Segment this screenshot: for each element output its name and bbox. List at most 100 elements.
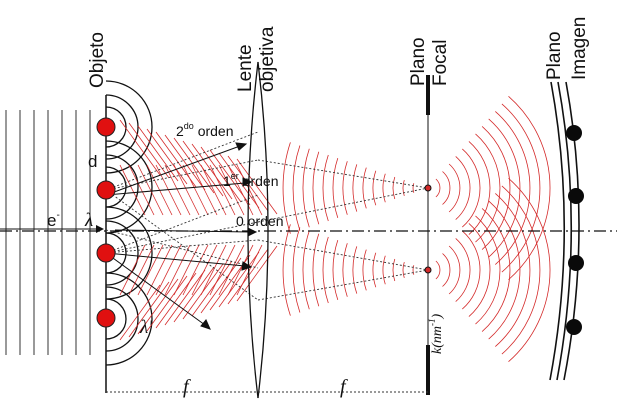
wavefront [392, 258, 396, 282]
d-label: d [88, 152, 97, 171]
image-plane [549, 81, 580, 381]
wavefront [501, 185, 541, 355]
wavefront [481, 126, 511, 250]
wavefront [402, 261, 405, 279]
wavefront [302, 148, 310, 228]
wavefront [137, 278, 179, 335]
wavefront [119, 284, 161, 341]
wavefront [128, 244, 155, 296]
wavefront [282, 142, 291, 234]
wavefront [362, 249, 367, 291]
order-2-label: 2do orden [176, 121, 234, 139]
wavefront [332, 239, 339, 301]
plano-focal-label-1: Plano [408, 37, 429, 86]
image-atom [566, 125, 582, 141]
wavefront [501, 103, 541, 273]
wavefront [119, 119, 161, 176]
atom [96, 180, 116, 200]
wavefront [200, 257, 242, 314]
wavefront [372, 252, 377, 288]
wavefront [119, 164, 146, 216]
wavefront [200, 164, 227, 216]
wavefront [164, 164, 191, 216]
wavefront [191, 143, 233, 200]
wavefront [282, 224, 291, 316]
wavefront [508, 177, 551, 363]
wavefront [462, 148, 481, 228]
image-atoms [566, 125, 584, 335]
wavefront [200, 146, 242, 203]
lambda-label: λ [84, 210, 93, 231]
wavefront [322, 236, 329, 304]
wavefront [182, 164, 209, 216]
wavefront [236, 164, 263, 216]
wavefront [173, 137, 215, 194]
wavefront [402, 179, 405, 197]
electron-label: e- [47, 210, 60, 230]
k-axis-label: k(nm-1) [427, 314, 445, 355]
wavefront [209, 244, 236, 296]
wavefront [200, 244, 227, 296]
wavefront [191, 164, 218, 216]
order-1-label: 1er orden [223, 171, 279, 189]
f-left-label: f [183, 376, 191, 398]
f-right-label: f [340, 376, 348, 398]
wavefront [455, 238, 471, 302]
atom [96, 243, 116, 263]
wavefront [392, 176, 396, 200]
atom [96, 308, 116, 328]
focal-spot [424, 184, 432, 192]
wavefront [435, 178, 441, 198]
lambda-prime-label: λ' [139, 317, 153, 338]
wavefront [164, 244, 191, 296]
wavefront [128, 281, 170, 338]
wavefront [468, 141, 491, 235]
image-atom [566, 319, 582, 335]
wavefront [146, 128, 188, 185]
wavefront [332, 157, 339, 219]
objeto-label: Objeto [87, 32, 108, 88]
wavefront [488, 200, 521, 340]
wavefront [448, 163, 461, 213]
wavefront [292, 145, 301, 231]
wavefront [322, 154, 329, 222]
ray-lines [105, 131, 429, 301]
wavefront [488, 118, 521, 258]
secondary-wavelets [105, 80, 153, 366]
wavefront [508, 95, 551, 281]
wavefront [362, 167, 367, 209]
wavefront [312, 151, 320, 225]
wavefront [155, 244, 182, 296]
focal-plane [424, 75, 432, 395]
wavefront [236, 244, 263, 296]
wavefront [164, 134, 206, 191]
wavefront [292, 227, 301, 313]
wavefront [173, 164, 200, 216]
plano-imagen-label-2: Imagen [569, 17, 590, 80]
wavefront [227, 248, 269, 305]
wavefront [209, 164, 236, 216]
wavefront [495, 111, 531, 265]
wavefront [218, 164, 245, 216]
wavefront [462, 230, 481, 310]
wavefront [342, 243, 348, 297]
wavefront [182, 244, 209, 296]
interference-wavefronts-image-side [435, 95, 551, 363]
wavefront [137, 164, 164, 216]
objetiva-label: objetiva [257, 26, 278, 92]
objective-lens [247, 61, 269, 399]
wavefront [302, 230, 310, 310]
wavefront [412, 265, 415, 275]
plano-focal-label-2: Focal [430, 40, 451, 86]
wavefront [495, 193, 531, 347]
wavefront [468, 223, 491, 317]
wavefront [137, 125, 179, 182]
wavefront [352, 246, 358, 294]
order-0-label: 0 orden [236, 213, 283, 229]
wavefront [435, 260, 441, 280]
plano-imagen-label-1: Plano [544, 31, 565, 80]
wavefront [236, 158, 278, 215]
wavefront [382, 173, 386, 203]
